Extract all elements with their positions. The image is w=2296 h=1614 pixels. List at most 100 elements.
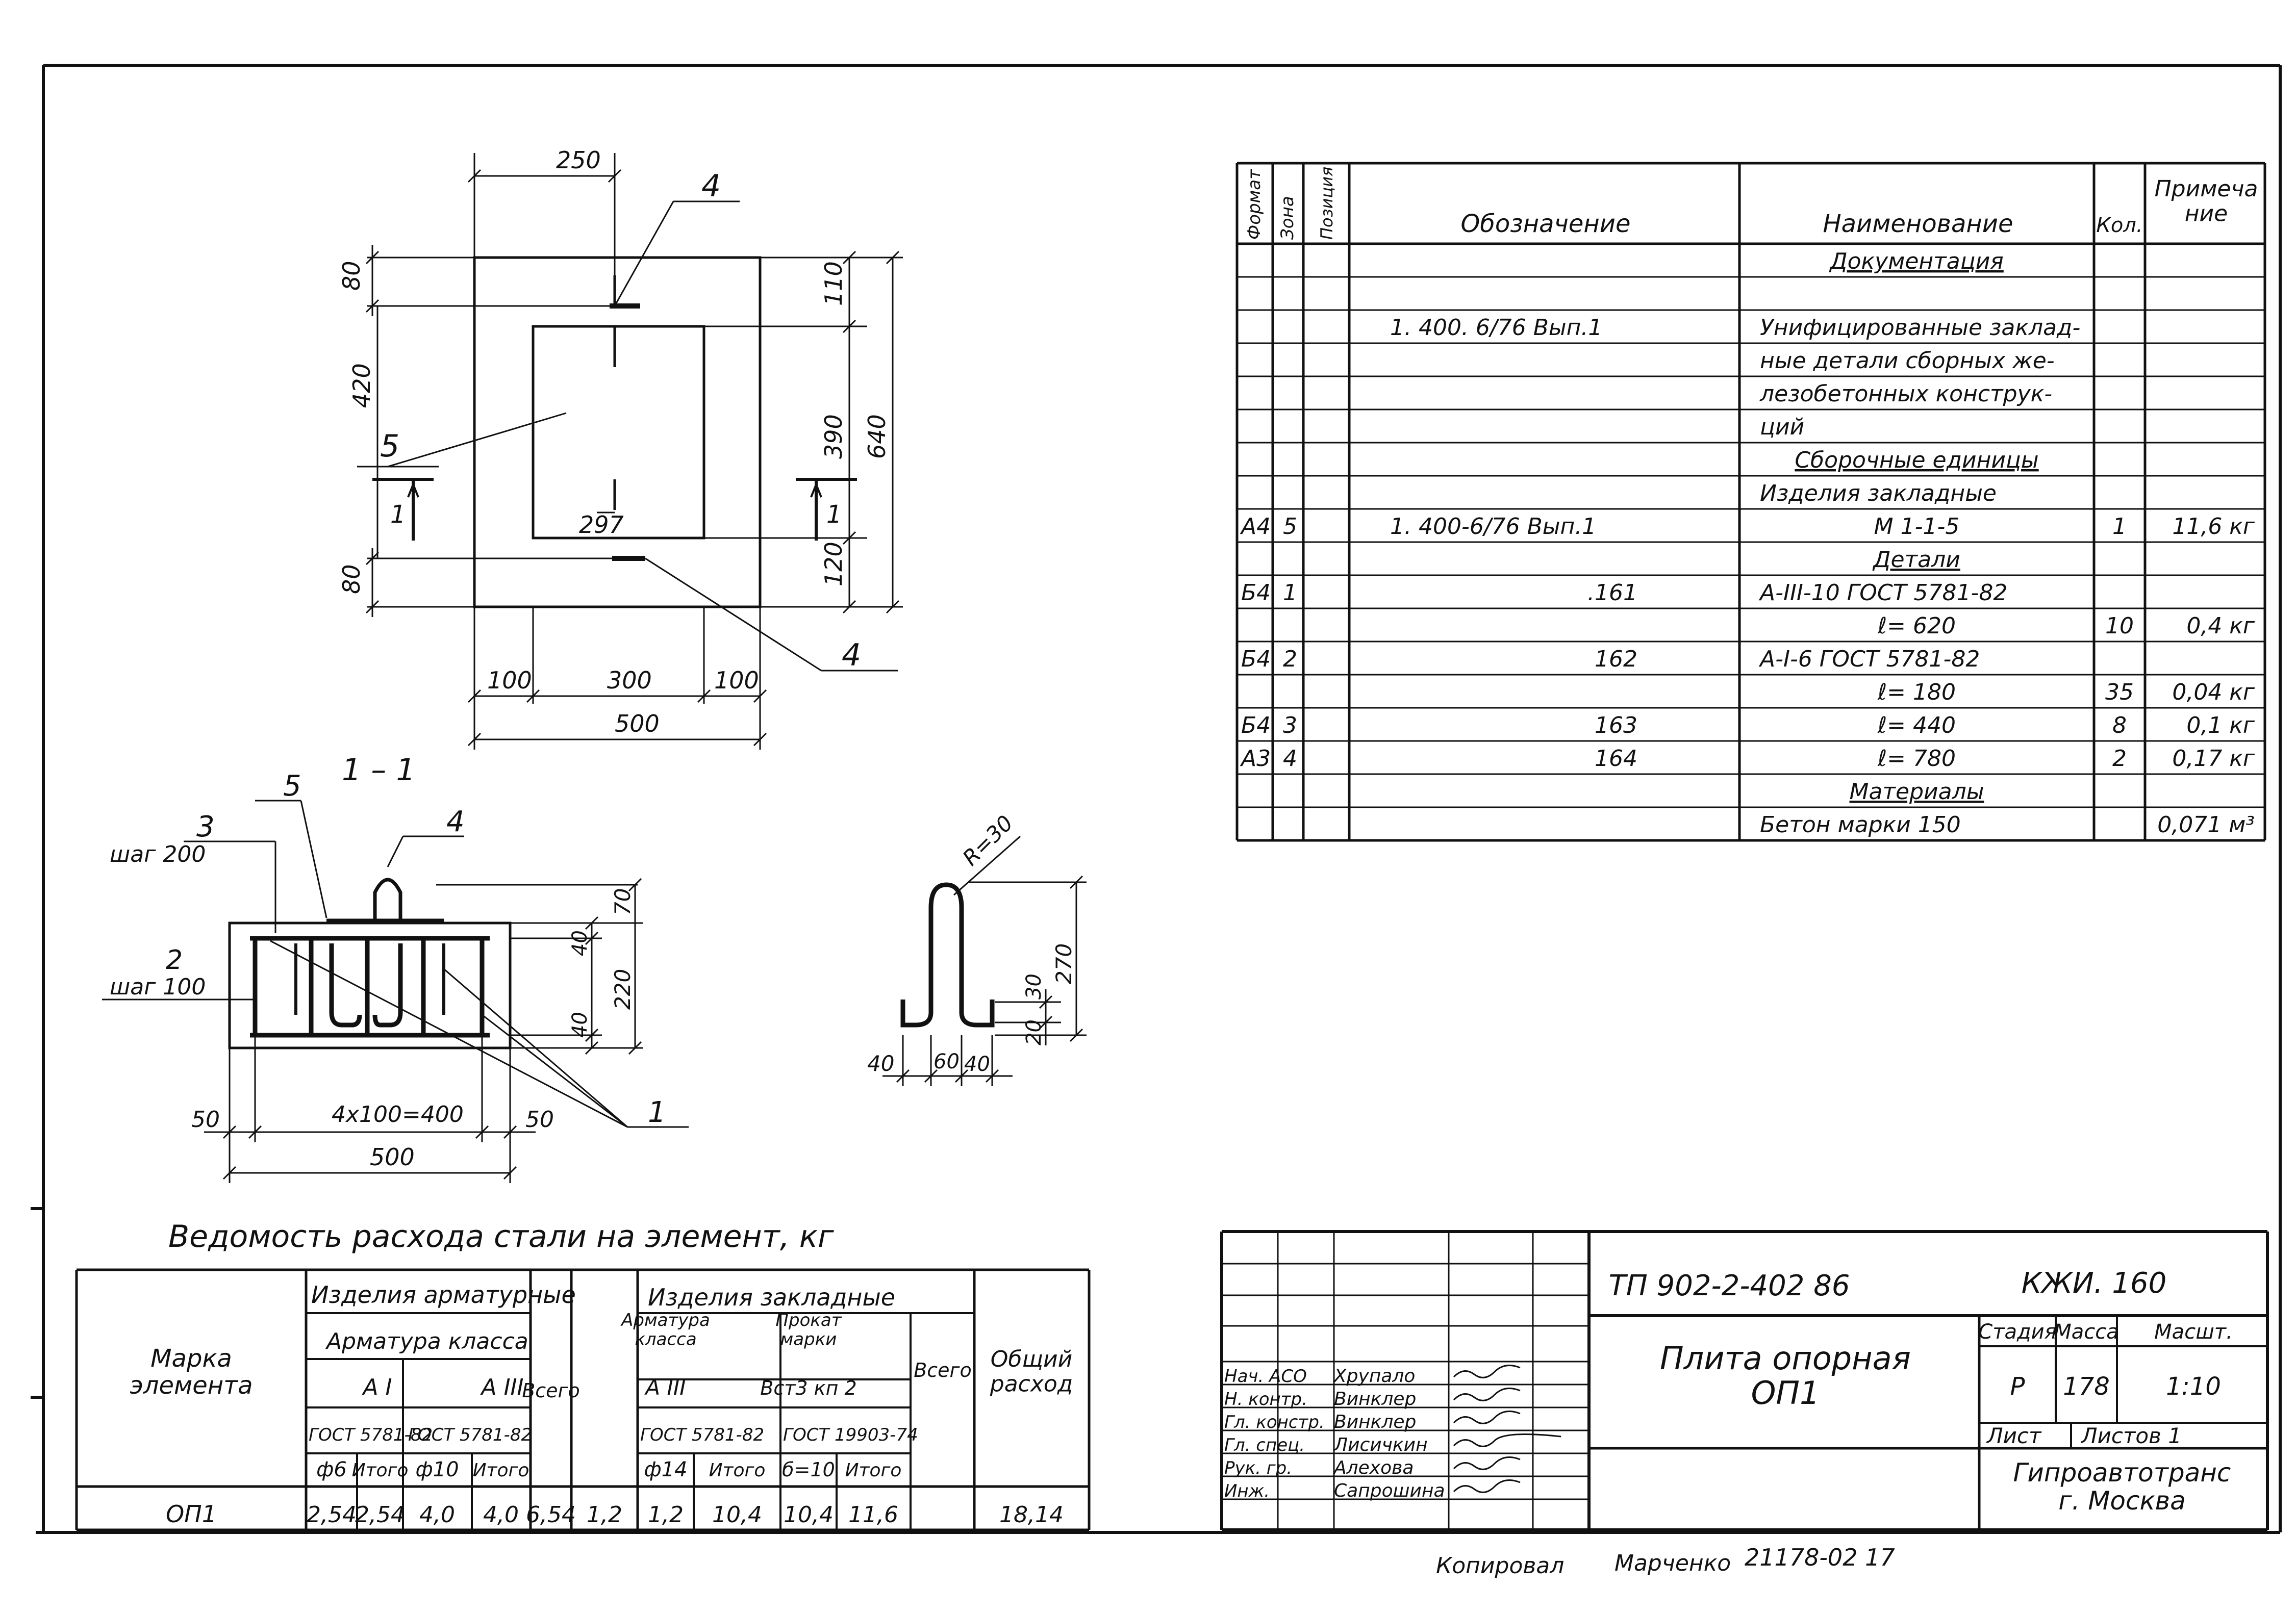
cell-format: Б4	[1241, 712, 1271, 738]
callout-2-step: шаг 100	[110, 974, 206, 1000]
steel-header-dia: ф6	[316, 1458, 347, 1481]
dim-label: 250	[556, 146, 601, 174]
cell-qty: 8	[2112, 712, 2127, 738]
steel-header-all: Всего	[914, 1359, 972, 1381]
copied-label: Копировал	[1436, 1553, 1564, 1579]
steel-header-thickness: б=10	[782, 1458, 835, 1481]
cell-name: ℓ= 440	[1877, 712, 1956, 738]
steel-header-total: Итого	[709, 1460, 766, 1481]
steel-header-total: Итого	[845, 1460, 902, 1481]
section-dimension-lines	[204, 884, 643, 1183]
callout-2: 2	[166, 945, 183, 976]
steel-header-rebar-class: Арматура класса	[325, 1328, 528, 1354]
cell-zone: 5	[1283, 514, 1297, 540]
section-arrow-left	[407, 481, 419, 498]
steel-cell-value: 10,4	[712, 1502, 762, 1528]
dim-label: 40	[964, 1053, 990, 1076]
cell-zone: 2	[1283, 646, 1297, 672]
section-view	[102, 800, 689, 1183]
dim-label: 80	[338, 564, 365, 594]
cell-name: Бетон марки 150	[1760, 812, 1961, 838]
slab-outline	[473, 256, 762, 608]
cell-name: ℓ= 180	[1877, 679, 1956, 705]
cell-format: Б4	[1241, 580, 1271, 606]
signature-scribble	[1453, 1479, 1521, 1493]
col-header-zone: Зона	[1277, 196, 1298, 240]
steel-cell-value: 4,0	[483, 1502, 519, 1528]
steel-header-gost: ГОСТ 5781-82	[408, 1425, 532, 1445]
steel-consumption-table: Ведомость расхода стали на элемент, кгМа…	[75, 1219, 1091, 1531]
col-header-designation: Обозначение	[1460, 210, 1630, 238]
plan-leaders	[357, 200, 898, 672]
dim-label: 420	[348, 363, 375, 408]
signature-scribble	[1453, 1433, 1561, 1447]
dim-label: 20	[1022, 1019, 1046, 1045]
sheet-code: КЖИ. 160	[2022, 1267, 2166, 1300]
embedded-plate-outline	[532, 325, 705, 540]
cell-note: 0,17 кг	[2172, 746, 2255, 772]
steel-header-total: Итого	[352, 1460, 409, 1481]
cell-name: Унифицированные заклад-	[1760, 315, 2080, 341]
plan-ticks	[365, 169, 900, 747]
cell-zone: 1	[1283, 580, 1297, 606]
steel-header-gost: ГОСТ 5781-82	[640, 1425, 764, 1445]
plan-dimension-lines	[367, 153, 903, 750]
signature-role: Рук. гр.	[1224, 1458, 1292, 1478]
cell-format: А3	[1240, 746, 1271, 772]
steel-cell-value: 18,14	[999, 1502, 1064, 1528]
dim-label: 40	[568, 1012, 592, 1038]
plan-view	[357, 153, 903, 750]
dim-label: 40	[568, 930, 592, 956]
sheet-label: Лист	[1986, 1423, 2042, 1448]
scale-value: 1:10	[2166, 1372, 2221, 1401]
cell-note: 0,1 кг	[2186, 712, 2255, 738]
signature-role: Гл. констр.	[1224, 1412, 1325, 1432]
cell-format: А4	[1240, 514, 1271, 540]
cell-designation: 162	[1595, 646, 1637, 672]
steel-cell-mark: ОП1	[166, 1500, 217, 1528]
dim-label: 30	[1022, 973, 1046, 1000]
steel-header-AIII: А III	[480, 1374, 523, 1400]
cell-qty: 10	[2105, 613, 2134, 639]
cell-format: Б4	[1241, 646, 1271, 672]
loop-detail	[882, 835, 1087, 1086]
cell-name: А-III-10 ГОСТ 5781-82	[1758, 580, 2007, 606]
signature-name: Алехова	[1333, 1457, 1414, 1478]
steel-cell-value: 11,6	[848, 1502, 898, 1528]
loop-dimension-lines	[882, 835, 1087, 1086]
steel-cell-value: 2,54	[307, 1502, 357, 1528]
dim-label: 100	[487, 667, 532, 694]
steel-header-gost: ГОСТ 5781-82	[309, 1425, 433, 1445]
steel-header-steel: Вст3 кп 2	[760, 1377, 856, 1399]
mass-value: 178	[2063, 1372, 2110, 1401]
col-header-name: Наименование	[1823, 210, 2013, 238]
dim-label: 40	[867, 1051, 894, 1076]
dim-label: 270	[1051, 943, 1076, 984]
dim-label: 50	[525, 1107, 554, 1133]
cell-name: ные детали сборных же-	[1760, 348, 2055, 374]
cell-name: Документация	[1829, 248, 2004, 274]
dim-label: 500	[370, 1143, 415, 1171]
section-cut-marks	[372, 478, 857, 541]
callout-3-step: шаг 200	[110, 841, 206, 867]
cell-name: Изделия закладные	[1760, 480, 1997, 506]
steel-cell-value: 6,54	[526, 1502, 576, 1528]
cell-zone: 4	[1283, 746, 1297, 772]
callout-5: 5	[283, 770, 301, 803]
col-header-format: Формат	[1244, 169, 1265, 240]
steel-header-total: Итого	[473, 1460, 529, 1481]
sheet-frame	[31, 64, 2282, 1534]
steel-cell-value: 2,54	[355, 1502, 405, 1528]
section-leaders	[102, 800, 689, 1128]
dim-label: 60	[933, 1050, 960, 1073]
steel-header-dia: ф10	[415, 1458, 459, 1481]
cell-designation: .161	[1587, 580, 1637, 606]
drawing-number: 21178-02 17	[1745, 1544, 1895, 1571]
callout-4: 4	[701, 168, 721, 204]
